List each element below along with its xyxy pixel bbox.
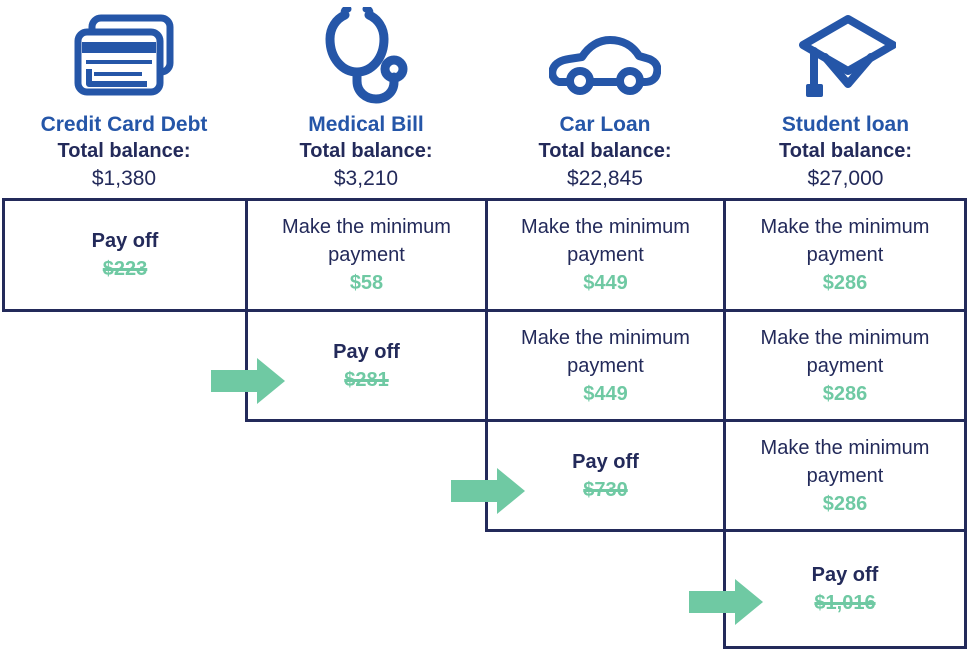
minimum-payment-cell: Make the minimum payment $286 — [726, 312, 964, 419]
payoff-cell: Pay off $223 — [5, 201, 245, 309]
balance-label: Total balance: — [299, 140, 433, 162]
payoff-label: Pay off — [91, 230, 159, 252]
right-arrow-icon — [211, 358, 285, 404]
column-title: Student loan — [781, 113, 910, 136]
minimum-payment-amount: $286 — [822, 272, 868, 294]
payoff-amount: $1,016 — [814, 592, 876, 614]
column-title: Car Loan — [559, 113, 651, 136]
payoff-label: Pay off — [333, 340, 400, 363]
balance-label: Total balance: — [57, 140, 191, 162]
table-border-line — [485, 198, 488, 532]
payoff-cell: Pay off $281 — [248, 312, 485, 419]
column-header-car-loan: Car Loan Total balance: $22,845 — [486, 0, 724, 196]
minimum-payment-amount: $449 — [583, 382, 628, 405]
minimum-payment-label: Make the minimum payment — [760, 436, 930, 487]
minimum-payment-cell: Make the minimum payment $286 — [726, 201, 964, 309]
balance-amount: $3,210 — [333, 167, 399, 190]
minimum-payment-cell: Make the minimum payment $449 — [488, 201, 723, 309]
credit-card-icon — [72, 0, 176, 104]
column-header-medical-bill: Medical Bill Total balance: $3,210 — [246, 0, 486, 196]
payoff-cell: Pay off $1,016 — [726, 532, 964, 646]
table-border-line — [2, 198, 967, 201]
minimum-payment-label: Make the minimum payment — [521, 326, 690, 377]
column-title: Credit Card Debt — [40, 113, 208, 136]
balance-amount: $1,380 — [91, 167, 157, 190]
right-arrow-icon — [451, 468, 525, 514]
balance-label: Total balance: — [779, 140, 912, 162]
stethoscope-icon — [318, 0, 414, 104]
minimum-payment-label: Make the minimum payment — [760, 326, 930, 377]
minimum-payment-label: Make the minimum payment — [521, 216, 690, 266]
minimum-payment-cell: Make the minimum payment $449 — [488, 312, 723, 419]
balance-amount: $27,000 — [807, 167, 884, 190]
graduation-cap-icon — [796, 0, 896, 104]
table-border-line — [2, 198, 5, 312]
minimum-payment-amount: $286 — [822, 382, 868, 405]
payoff-amount: $281 — [344, 368, 389, 391]
table-border-line — [723, 198, 726, 649]
table-border-line — [245, 419, 967, 422]
table-border-line — [2, 309, 967, 312]
column-header-student-loan: Student loan Total balance: $27,000 — [724, 0, 967, 196]
table-border-line — [485, 529, 967, 532]
payoff-amount: $223 — [102, 258, 148, 280]
column-header-credit-card: Credit Card Debt Total balance: $1,380 — [2, 0, 246, 196]
payoff-cell: Pay off $730 — [488, 422, 723, 529]
minimum-payment-cell: Make the minimum payment $58 — [248, 201, 485, 309]
payoff-amount: $730 — [583, 478, 628, 501]
minimum-payment-amount: $286 — [822, 492, 868, 515]
payoff-label: Pay off — [572, 450, 639, 473]
balance-label: Total balance: — [538, 140, 672, 162]
balance-amount: $22,845 — [567, 167, 643, 190]
payoff-label: Pay off — [811, 564, 879, 586]
table-border-line — [964, 198, 967, 649]
table-border-line — [723, 646, 967, 649]
minimum-payment-label: Make the minimum payment — [760, 216, 930, 266]
minimum-payment-cell: Make the minimum payment $286 — [726, 422, 964, 529]
minimum-payment-amount: $58 — [349, 272, 384, 294]
car-icon — [549, 0, 661, 104]
column-title: Medical Bill — [308, 113, 424, 136]
minimum-payment-label: Make the minimum payment — [282, 216, 451, 266]
right-arrow-icon — [689, 579, 763, 625]
minimum-payment-amount: $449 — [583, 272, 628, 294]
table-border-line — [245, 198, 248, 422]
